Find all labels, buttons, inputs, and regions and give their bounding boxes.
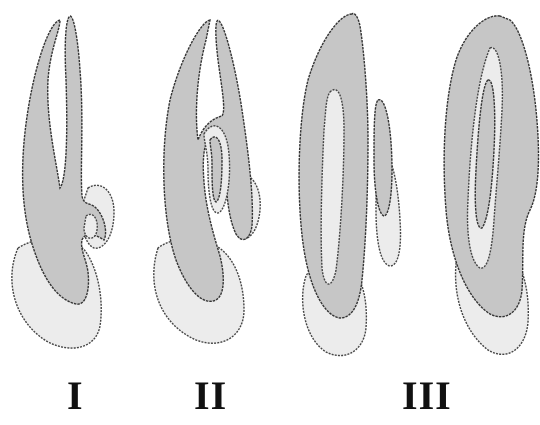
tooth-1-canal-split — [84, 214, 97, 238]
tooth-3a-accessory-pulp — [374, 100, 392, 216]
type-label-2: II — [194, 376, 227, 416]
type-label-1: I — [67, 376, 84, 416]
tooth-type-1 — [12, 16, 114, 348]
tooth-type-3b — [444, 16, 538, 355]
tooth-type-2 — [154, 20, 260, 343]
type-label-3: III — [402, 376, 452, 416]
tooth-type-3a — [299, 14, 400, 356]
